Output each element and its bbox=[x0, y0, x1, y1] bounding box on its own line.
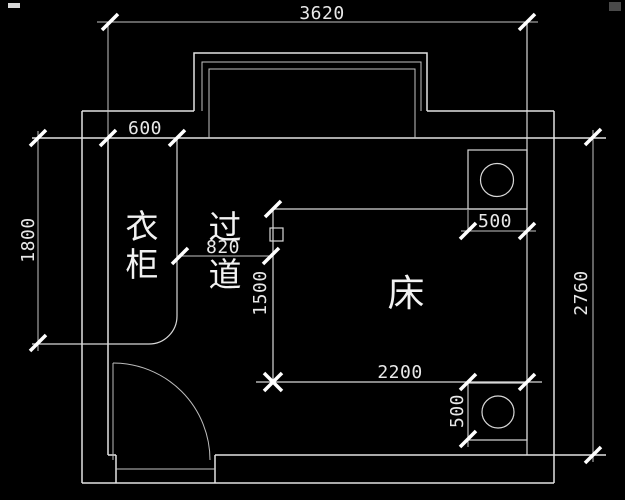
corner-mark-top-left bbox=[8, 3, 20, 8]
bay-window bbox=[193, 52, 428, 138]
dim-820: 820 bbox=[206, 237, 240, 258]
room-labels: 衣 柜 过 道 床 bbox=[126, 207, 425, 315]
dim-2760: 2760 bbox=[571, 270, 592, 315]
dim-500-top: 500 bbox=[478, 211, 512, 232]
nightstand-top bbox=[467, 149, 528, 210]
walls bbox=[32, 110, 606, 484]
dim-500-bottom: 500 bbox=[447, 394, 468, 428]
switch-symbol bbox=[269, 227, 284, 242]
label-passage-char2: 道 bbox=[209, 255, 242, 294]
label-bed: 床 bbox=[388, 272, 425, 315]
dim-1800: 1800 bbox=[18, 217, 39, 262]
corner-mark-top-right bbox=[609, 2, 621, 11]
dim-600: 600 bbox=[128, 118, 162, 139]
dimension-lines bbox=[37, 21, 594, 462]
door bbox=[112, 362, 211, 461]
label-wardrobe-char2: 柜 bbox=[126, 245, 159, 284]
label-passage-char1: 过 bbox=[209, 208, 242, 247]
lamp-circle-top bbox=[479, 162, 515, 198]
dim-2200: 2200 bbox=[377, 362, 422, 383]
lamp-circle-bottom bbox=[481, 395, 515, 429]
wardrobe bbox=[32, 138, 178, 345]
nightstand-bottom bbox=[467, 382, 528, 441]
dim-3620: 3620 bbox=[299, 3, 344, 24]
label-wardrobe-char1: 衣 bbox=[126, 207, 159, 246]
dimension-texts: 3620 600 1800 820 1500 2200 500 500 2760 bbox=[18, 3, 592, 428]
dim-1500: 1500 bbox=[250, 270, 271, 315]
dimension-ticks bbox=[28, 12, 603, 465]
bed bbox=[256, 22, 542, 455]
